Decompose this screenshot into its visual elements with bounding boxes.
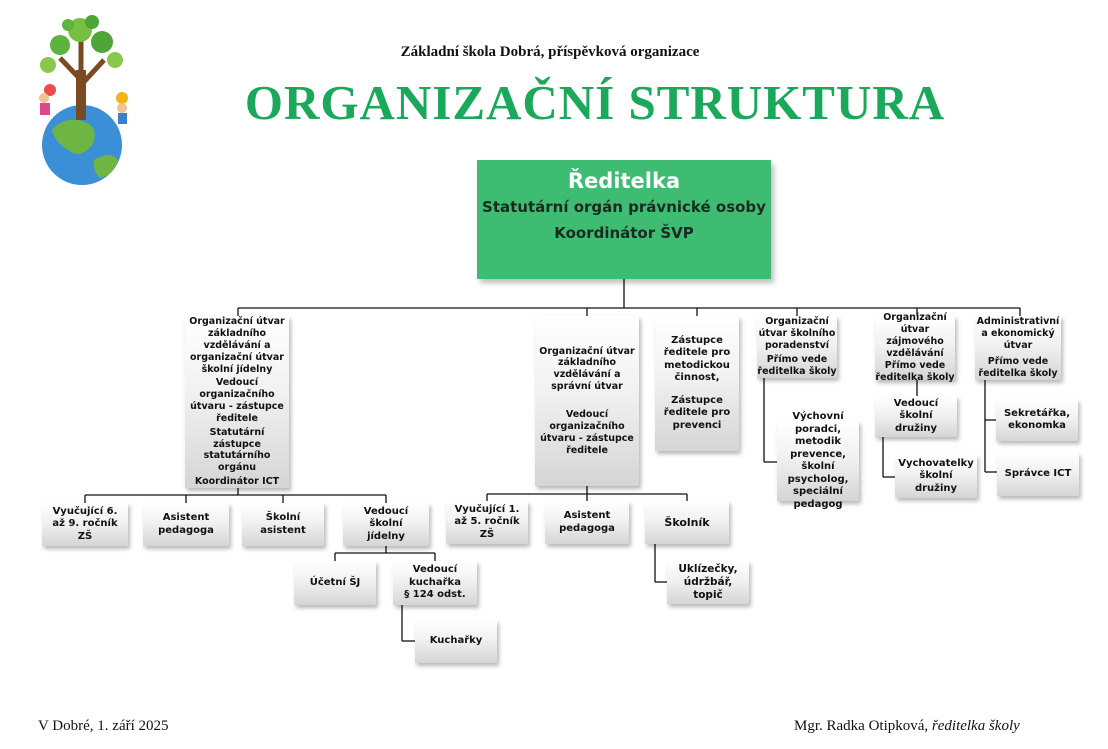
box-club-head: Vedoucí školní družiny bbox=[875, 396, 957, 437]
director-role-statutory: Statutární orgán právnické osoby bbox=[482, 198, 766, 216]
counseling-name: Organizační útvar školního poradenství bbox=[758, 316, 836, 351]
unit-interest-education: Organizační útvar zájmového vzdělávání P… bbox=[875, 312, 955, 383]
box-club-educators: Vychovatelky školní družiny bbox=[895, 455, 977, 498]
box-janitor: Školník bbox=[645, 501, 729, 544]
unit-basic-dining-head: Vedoucí organizačního útvaru - zástupce … bbox=[190, 377, 284, 424]
director-role-svp: Koordinátor ŠVP bbox=[554, 224, 694, 242]
unit-admin-economic: Administrativní a ekonomický útvar Přímo… bbox=[975, 316, 1061, 380]
box-counseling-staff: Výchovní poradci, metodik prevence, škol… bbox=[777, 411, 859, 510]
unit-deputies: Zástupce ředitele pro metodickou činnost… bbox=[655, 316, 739, 451]
head-cook-paragraph: § 124 odst. bbox=[404, 589, 466, 601]
deputy-methodology: Zástupce ředitele pro metodickou činnost… bbox=[663, 334, 731, 384]
school-logo bbox=[39, 15, 128, 185]
interest-name: Organizační útvar zájmového vzdělávání bbox=[883, 312, 947, 359]
head-cook-title: Vedoucí kuchařka bbox=[409, 564, 461, 588]
box-head-cook: Vedoucí kuchařka § 124 odst. bbox=[393, 561, 477, 605]
deputy-prevention: Zástupce ředitele pro prevenci bbox=[663, 394, 731, 431]
box-teachers-6-9: Vyučující 6. až 9. ročník ZŠ bbox=[42, 503, 128, 546]
unit-basic-education-dining: Organizační útvar základního vzdělávání … bbox=[185, 316, 289, 488]
school-name: Základní škola Dobrá, příspěvková organi… bbox=[400, 44, 700, 60]
unit-basic-dining-name: Organizační útvar základního vzdělávání … bbox=[189, 316, 285, 375]
unit-basic-dining-ict: Koordinátor ICT bbox=[194, 476, 280, 488]
unit-basic-dining-statutory: Statutární zástupce statutárního orgánu bbox=[203, 426, 271, 474]
admin-econ-lead: Přímo vede ředitelka školy bbox=[978, 356, 1058, 380]
signature-role: ředitelka školy bbox=[931, 718, 1020, 734]
box-dining-head: Vedoucí školní jídelny bbox=[343, 503, 429, 546]
box-assistant-pedagoga-2: Asistent pedagoga bbox=[545, 501, 629, 544]
page-title: ORGANIZAČNÍ STRUKTURA bbox=[244, 75, 946, 130]
footer-place-date: V Dobré, 1. září 2025 bbox=[38, 718, 169, 734]
box-secretary: Sekretářka, ekonomka bbox=[996, 399, 1078, 441]
unit-basic-education-admin: Organizační útvar základního vzdělávání … bbox=[535, 316, 639, 486]
director-box: Ředitelka Statutární orgán právnické oso… bbox=[477, 160, 771, 279]
unit-basic-admin-name: Organizační útvar základního vzdělávání … bbox=[539, 345, 635, 393]
box-cleaners: Uklízečky, údržbář, topič bbox=[667, 561, 749, 604]
box-teachers-1-5: Vyučující 1. až 5. ročník ZŠ bbox=[446, 501, 528, 544]
interest-lead: Přímo vede ředitelka školy bbox=[875, 359, 955, 383]
box-assistant-pedagoga-1: Asistent pedagoga bbox=[143, 503, 229, 546]
unit-basic-admin-head: Vedoucí organizačního útvaru - zástupce … bbox=[540, 409, 634, 456]
box-dining-accountant: Účetní ŠJ bbox=[294, 561, 376, 605]
box-ict-admin: Správce ICT bbox=[997, 453, 1079, 496]
admin-econ-name: Administrativní a ekonomický útvar bbox=[976, 316, 1060, 351]
footer-signature: Mgr. Radka Otipková, ředitelka školy bbox=[794, 718, 1020, 735]
box-cooks: Kuchařky bbox=[415, 620, 497, 663]
unit-counseling: Organizační útvar školního poradenství P… bbox=[757, 316, 837, 378]
director-title: Ředitelka bbox=[567, 169, 681, 193]
counseling-lead: Přímo vede ředitelka školy bbox=[757, 354, 837, 378]
signature-name: Mgr. Radka Otipková, bbox=[794, 718, 929, 734]
box-school-assistant: Školní asistent bbox=[242, 503, 324, 546]
